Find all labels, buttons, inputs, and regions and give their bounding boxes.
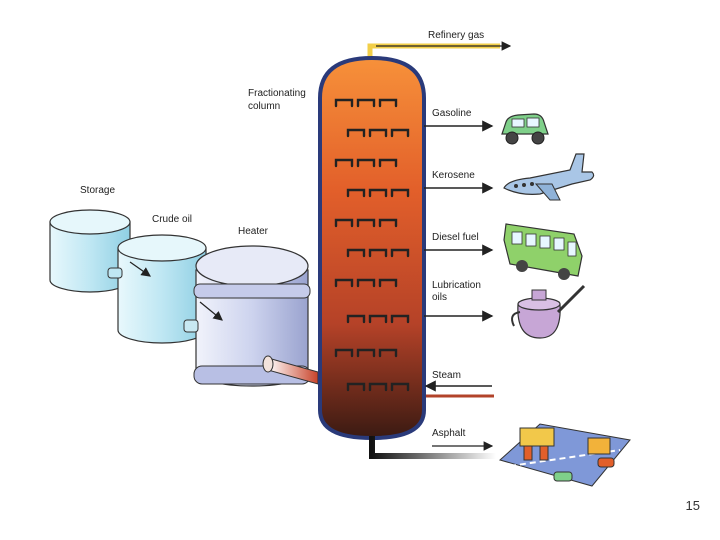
bubble-cap bbox=[368, 128, 388, 138]
label-refinery-gas: Refinery gas bbox=[428, 30, 484, 41]
bubble-cap bbox=[356, 98, 376, 108]
label-storage: Storage bbox=[80, 185, 115, 196]
bubble-cap bbox=[346, 128, 366, 138]
bubble-cap bbox=[346, 248, 366, 258]
label-gasoline: Gasoline bbox=[432, 108, 472, 119]
bubble-cap bbox=[346, 382, 366, 392]
airplane-icon bbox=[503, 153, 595, 201]
bubble-cap bbox=[390, 248, 410, 258]
bubble-cap bbox=[378, 348, 398, 358]
label-heater: Heater bbox=[238, 226, 269, 237]
label-fractionating-2: column bbox=[248, 101, 280, 112]
gas-station-icon bbox=[498, 423, 631, 487]
label-fractionating-1: Fractionating bbox=[248, 88, 306, 99]
heater-vessel bbox=[183, 245, 311, 387]
bubble-cap bbox=[378, 278, 398, 288]
bubble-cap bbox=[378, 158, 398, 168]
bubble-cap bbox=[368, 188, 388, 198]
product-outlets bbox=[424, 120, 494, 398]
page-number: 15 bbox=[686, 498, 700, 513]
bubble-cap bbox=[368, 314, 388, 324]
label-diesel-fuel: Diesel fuel bbox=[432, 232, 479, 243]
bubble-cap bbox=[346, 314, 366, 324]
bubble-cap bbox=[390, 188, 410, 198]
bubble-cap bbox=[334, 278, 354, 288]
bubble-cap bbox=[334, 98, 354, 108]
bubble-cap bbox=[378, 218, 398, 228]
label-kerosene: Kerosene bbox=[432, 170, 475, 181]
label-lubrication: Lubrication bbox=[432, 280, 481, 291]
bubble-cap bbox=[390, 128, 410, 138]
bubble-cap bbox=[356, 218, 376, 228]
bus-icon bbox=[503, 223, 583, 280]
bubble-cap bbox=[390, 382, 410, 392]
bubble-cap bbox=[356, 348, 376, 358]
oil-can-icon bbox=[511, 284, 586, 339]
bubble-cap bbox=[356, 278, 376, 288]
bubble-cap bbox=[334, 218, 354, 228]
label-asphalt: Asphalt bbox=[432, 428, 466, 439]
bubble-cap bbox=[368, 382, 388, 392]
label-oils: oils bbox=[432, 292, 447, 303]
asphalt-pipe bbox=[369, 436, 496, 459]
bubble-cap bbox=[390, 314, 410, 324]
bubble-cap bbox=[334, 158, 354, 168]
bubble-cap bbox=[368, 248, 388, 258]
bubble-cap bbox=[334, 348, 354, 358]
fractionating-column bbox=[318, 55, 426, 441]
car-icon bbox=[501, 113, 549, 145]
bubble-cap bbox=[346, 188, 366, 198]
label-crude-oil: Crude oil bbox=[152, 214, 192, 225]
crude-oil-tank bbox=[107, 234, 207, 344]
bubble-cap bbox=[378, 98, 398, 108]
bubble-cap bbox=[356, 158, 376, 168]
bubble-cap-trays bbox=[334, 98, 410, 392]
label-steam: Steam bbox=[432, 370, 461, 381]
